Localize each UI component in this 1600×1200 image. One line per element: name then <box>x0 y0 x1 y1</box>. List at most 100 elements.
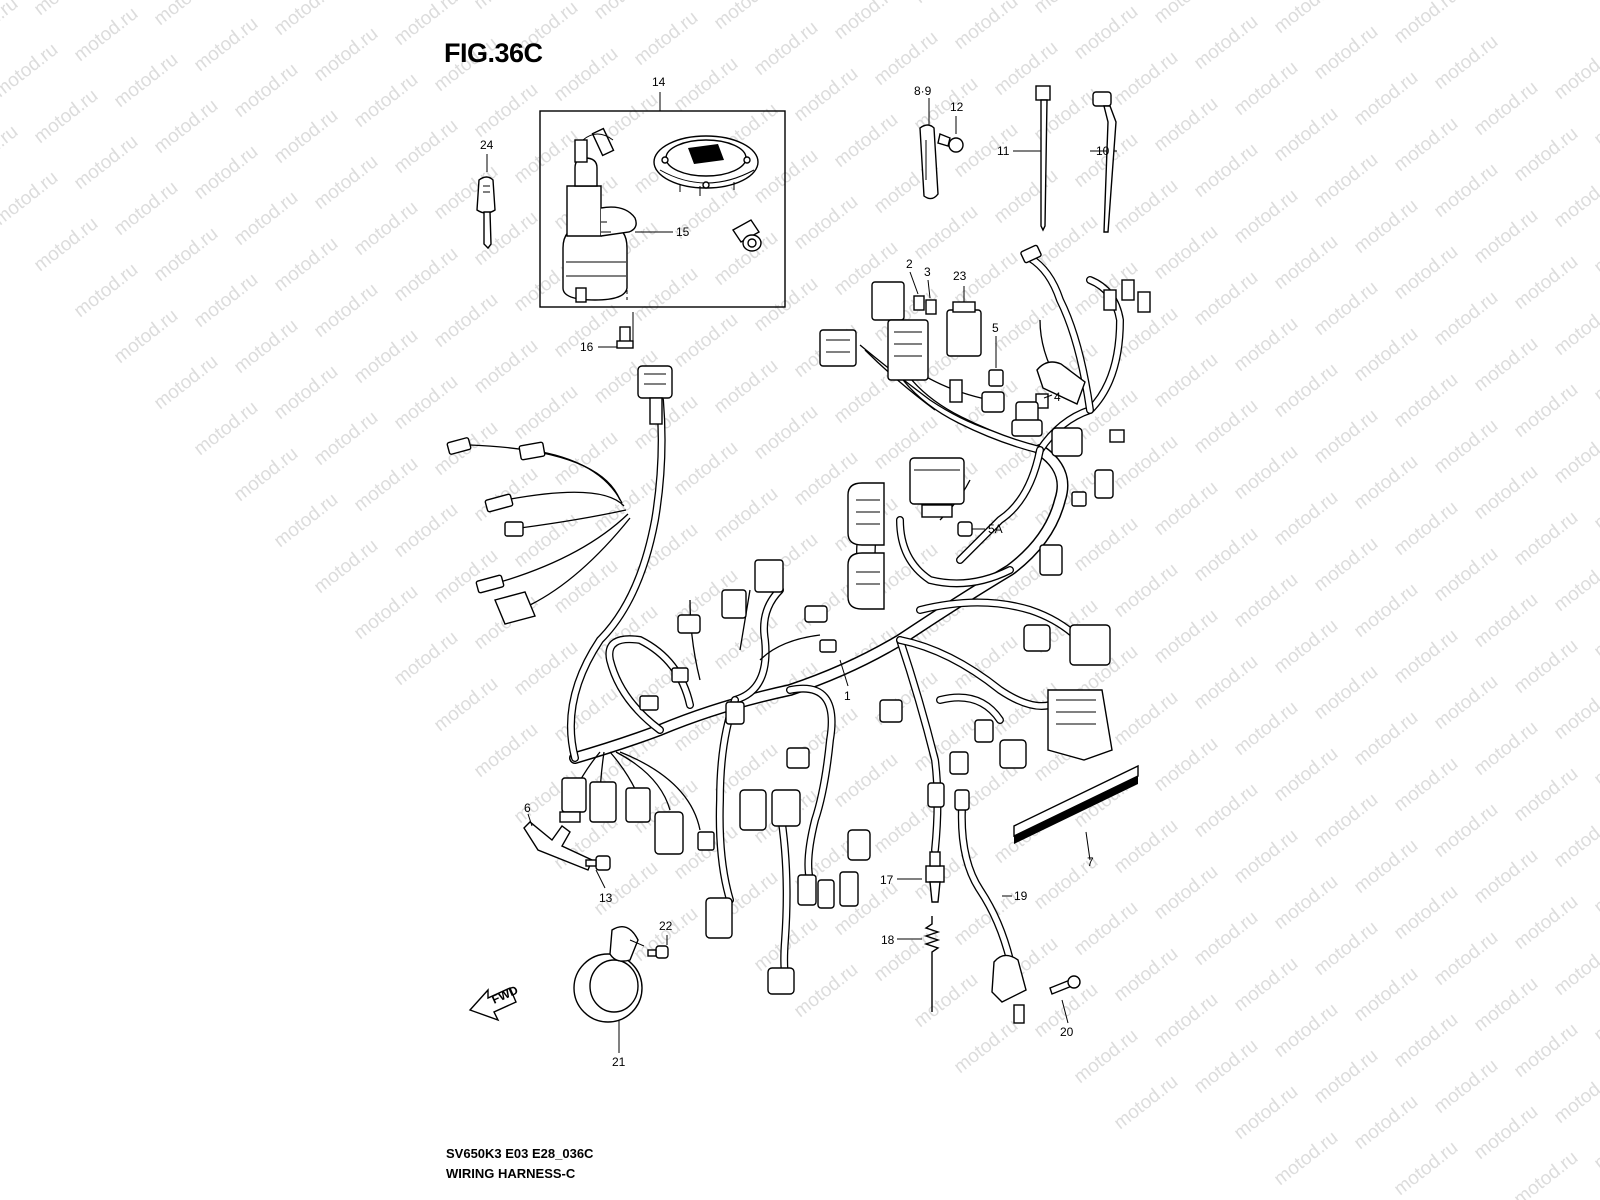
watermark-text: motod.ru <box>1550 425 1600 488</box>
watermark-text: motod.ru <box>470 207 542 270</box>
watermark-text: motod.ru <box>1430 159 1502 222</box>
watermark-text: motod.ru <box>1110 47 1182 110</box>
watermark-text: motod.ru <box>1350 67 1422 130</box>
watermark-text: motod.ru <box>1190 523 1262 586</box>
part-11-cable-tie <box>1013 85 1051 232</box>
callout-8-9: 8·9 <box>914 84 932 98</box>
watermark-text: motod.ru <box>1510 123 1582 186</box>
watermark-text: motod.ru <box>1230 441 1302 504</box>
watermark-text: motod.ru <box>1430 415 1502 478</box>
callout-20: 20 <box>1060 1025 1074 1039</box>
watermark-text: motod.ru <box>870 27 942 90</box>
fwd-arrow-icon: FWD <box>468 983 520 1022</box>
watermark-text: motod.ru <box>390 627 462 690</box>
watermark-text: motod.ru <box>1310 533 1382 596</box>
watermark-text: motod.ru <box>390 499 462 562</box>
callout-6: 6 <box>524 801 531 815</box>
watermark-text: motod.ru <box>1230 825 1302 888</box>
watermark-text: motod.ru <box>230 59 302 122</box>
watermark-text: motod.ru <box>470 335 542 398</box>
callout-4: 4 <box>1054 390 1061 404</box>
watermark-text: motod.ru <box>310 535 382 598</box>
part-24-key <box>476 154 496 250</box>
watermark-text: motod.ru <box>1510 763 1582 826</box>
callout-11: 11 <box>997 144 1010 158</box>
watermark-text: motod.ru <box>1590 599 1600 662</box>
watermark-text: motod.ru <box>1110 687 1182 750</box>
watermark-text: motod.ru <box>1310 277 1382 340</box>
watermark-text: motod.ru <box>1590 855 1600 918</box>
watermark-text: motod.ru <box>1390 881 1462 944</box>
watermark-text: motod.ru <box>550 683 622 746</box>
watermark-text: motod.ru <box>950 1015 1022 1078</box>
watermark-text: motod.ru <box>350 0 422 4</box>
watermark-text: motod.ru <box>1350 323 1422 386</box>
watermark-text: motod.ru <box>710 611 782 674</box>
watermark-text: motod.ru <box>0 0 22 56</box>
watermark-text: motod.ru <box>1470 333 1542 396</box>
watermark-text: motod.ru <box>70 259 142 322</box>
watermark-text: motod.ru <box>1550 681 1600 744</box>
watermark-text: motod.ru <box>1230 569 1302 632</box>
watermark-text: motod.ru <box>190 141 262 204</box>
watermark-text: motod.ru <box>1150 733 1222 796</box>
watermark-text: motod.ru <box>830 749 902 812</box>
watermark-text: motod.ru <box>470 79 542 142</box>
callout-2: 2 <box>906 257 913 271</box>
watermark-text: motod.ru <box>1270 999 1342 1062</box>
watermark-text: motod.ru <box>350 325 422 388</box>
watermark-text: motod.ru <box>1470 973 1542 1036</box>
watermark-text: motod.ru <box>1430 543 1502 606</box>
callout-12: 12 <box>950 100 964 114</box>
watermark-text: motod.ru <box>670 437 742 500</box>
watermark-text: motod.ru <box>950 0 1022 54</box>
watermark-text: motod.ru <box>1270 743 1342 806</box>
watermark-text: motod.ru <box>430 673 502 736</box>
callout-labels: 1 2 3 4 5 5A 6 7 8·9 10 11 12 13 14 15 1… <box>480 75 1110 1069</box>
callout-21: 21 <box>612 1055 626 1069</box>
watermark-text: motod.ru <box>1150 93 1222 156</box>
watermark-text: motod.ru <box>0 39 62 102</box>
watermark-text: motod.ru <box>1390 369 1462 432</box>
watermark-text: motod.ru <box>310 279 382 342</box>
watermark-text: motod.ru <box>990 165 1062 228</box>
watermark-text: motod.ru <box>430 545 502 608</box>
watermark-text: motod.ru <box>1350 195 1422 258</box>
watermark-text: motod.ru <box>190 269 262 332</box>
callout-22: 22 <box>659 919 673 933</box>
watermark-text: motod.ru <box>0 167 62 230</box>
callout-3: 3 <box>924 265 931 279</box>
part-16-bolt <box>598 326 634 349</box>
watermark-text: motod.ru <box>910 969 982 1032</box>
part-14-ignition-set <box>539 110 786 308</box>
part-17-switch <box>925 851 945 903</box>
watermark-text: motod.ru <box>1350 835 1422 898</box>
watermark-text: motod.ru <box>590 0 662 24</box>
watermark-text: motod.ru <box>1150 0 1222 28</box>
watermark-text: motod.ru <box>1230 313 1302 376</box>
watermark-text: motod.ru <box>750 401 822 464</box>
callout-7: 7 <box>1087 855 1094 869</box>
watermark-text: motod.ru <box>710 355 782 418</box>
watermark-text: motod.ru <box>1070 897 1142 960</box>
watermark-text: motod.ru <box>1070 1 1142 64</box>
watermark-text: motod.ru <box>0 121 22 184</box>
part-10-cable-tie-clip <box>1090 91 1117 233</box>
watermark-text: motod.ru <box>1350 963 1422 1026</box>
watermark-text: motod.ru <box>1550 809 1600 872</box>
watermark-text: motod.ru <box>1470 461 1542 524</box>
watermark-text: motod.ru <box>270 0 342 40</box>
watermark-text: motod.ru <box>1430 799 1502 862</box>
callout-5a: 5A <box>988 522 1003 536</box>
watermark-text: motod.ru <box>1230 1081 1302 1144</box>
watermark-text: motod.ru <box>1190 779 1262 842</box>
watermark-text: motod.ru <box>1350 707 1422 770</box>
watermark-text: motod.ru <box>1430 671 1502 734</box>
watermark-text: motod.ru <box>1470 1101 1542 1164</box>
watermark-text: motod.ru <box>110 49 182 112</box>
watermark-text: motod.ru <box>1150 989 1222 1052</box>
watermark-text: motod.ru <box>1590 343 1600 406</box>
watermark-text: motod.ru <box>1390 497 1462 560</box>
watermark-text: motod.ru <box>1110 1071 1182 1134</box>
